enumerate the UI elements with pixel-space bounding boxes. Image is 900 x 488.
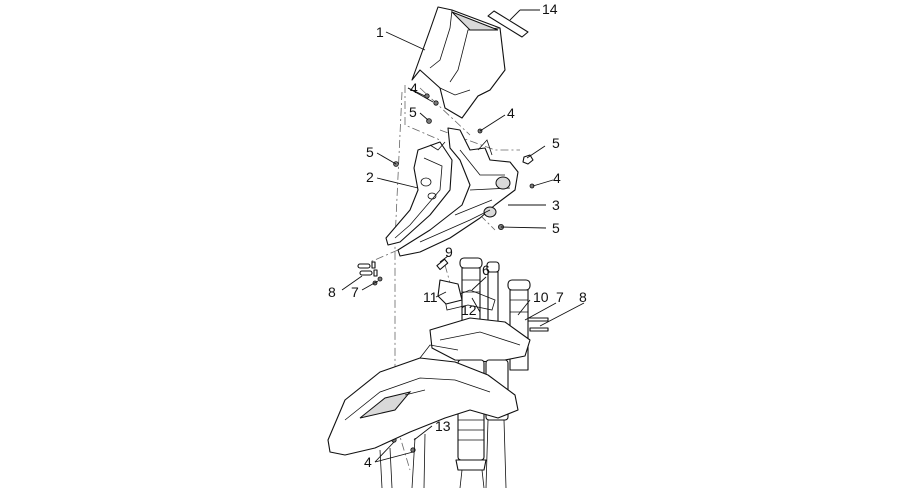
callout-4: 4 bbox=[553, 170, 561, 186]
callout-labels: 14 1 4 5 4 5 5 4 2 3 5 9 6 8 7 11 12 10 … bbox=[328, 1, 587, 470]
callout-12: 12 bbox=[461, 302, 477, 318]
part-2-side-panel bbox=[385, 141, 453, 246]
front-mudguard bbox=[327, 344, 519, 488]
callout-3: 3 bbox=[552, 197, 560, 213]
callout-4: 4 bbox=[410, 80, 418, 96]
callout-9: 9 bbox=[445, 244, 453, 260]
callout-5: 5 bbox=[409, 104, 417, 120]
callout-8: 8 bbox=[328, 284, 336, 300]
callout-8: 8 bbox=[579, 289, 587, 305]
callout-5: 5 bbox=[552, 220, 560, 236]
part-1-windscreen bbox=[411, 6, 506, 119]
callout-6: 6 bbox=[482, 262, 490, 278]
callout-1: 1 bbox=[376, 24, 384, 40]
callout-5: 5 bbox=[366, 144, 374, 160]
callout-2: 2 bbox=[366, 169, 374, 185]
callout-4: 4 bbox=[507, 105, 515, 121]
callout-5: 5 bbox=[552, 135, 560, 151]
callout-7: 7 bbox=[351, 284, 359, 300]
callout-14: 14 bbox=[542, 1, 558, 17]
callout-4: 4 bbox=[364, 454, 372, 470]
leader-lines bbox=[341, 9, 585, 463]
callout-10: 10 bbox=[533, 289, 549, 305]
callout-7: 7 bbox=[556, 289, 564, 305]
part-14-strip bbox=[487, 10, 529, 38]
callout-13: 13 bbox=[435, 418, 451, 434]
callout-11: 11 bbox=[423, 289, 438, 305]
part-3-headlight-bracket bbox=[397, 127, 519, 257]
